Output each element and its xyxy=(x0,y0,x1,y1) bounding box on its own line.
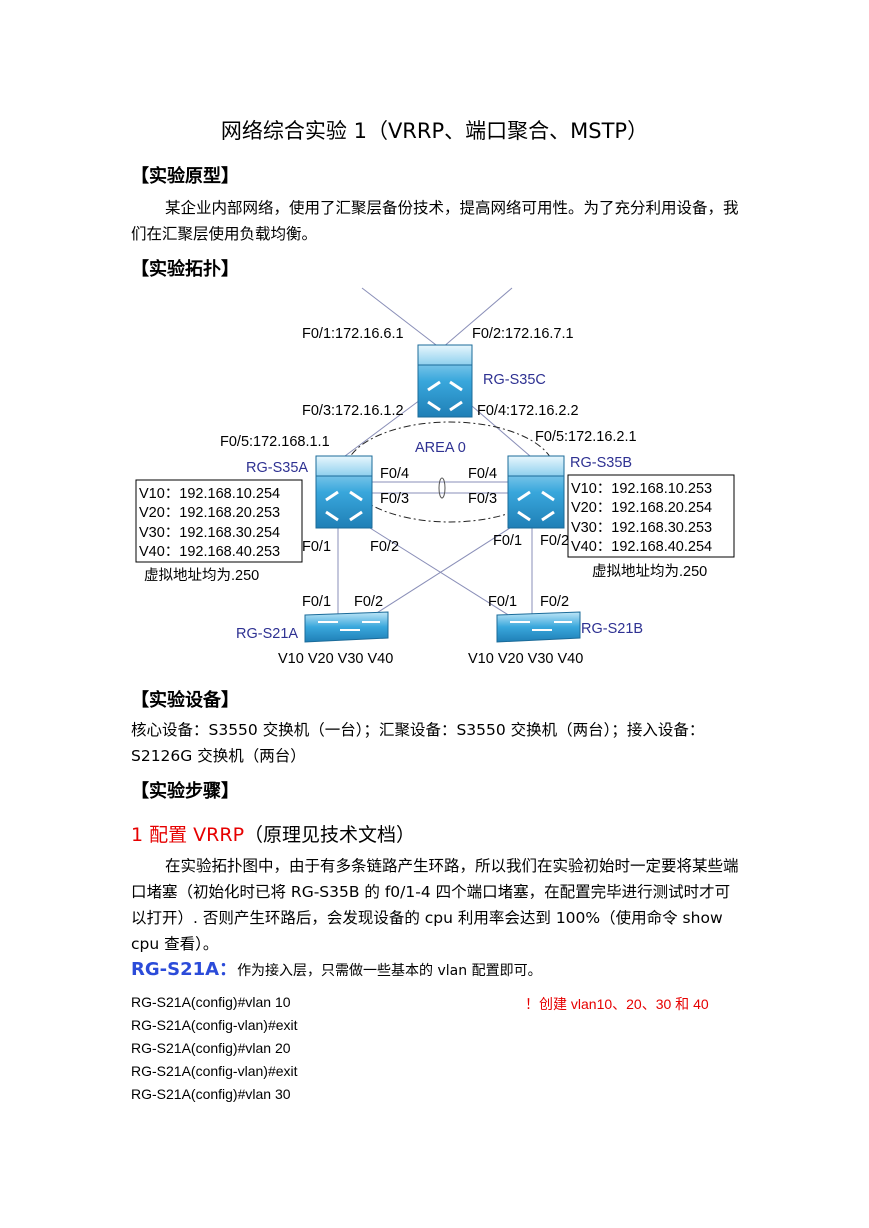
prototype-paragraph: 某企业内部网络，使用了汇聚层备份技术，提高网络可用性。为了充分利用设备，我们在汇… xyxy=(131,195,739,247)
s35b-name-label: RG-S35B xyxy=(570,455,632,471)
network-topology-diagram: F0/1:172.16.6.1 F0/2:172.16.7.1 F0/3:172… xyxy=(135,287,735,667)
section-heading-equipment: 【实验设备】 xyxy=(131,690,239,711)
step1-note: （原理见技术文档） xyxy=(244,824,416,846)
s21b-vlans-label: V10 V20 V30 V40 xyxy=(468,651,583,667)
code-line: RG-S21A(config)#vlan 30 xyxy=(131,1086,291,1102)
step1-text: 在实验拓扑图中，由于有多条链路产生环路，所以我们在实验初始时一定要将某些端口堵塞… xyxy=(131,857,739,953)
s35a-ip-line: V10：192.168.10.254 xyxy=(139,486,280,502)
switch-rg-s35b xyxy=(507,455,565,529)
s35b-ip-line: V20：192.168.20.254 xyxy=(571,500,712,516)
core-name-label: RG-S35C xyxy=(483,372,546,388)
section-heading-prototype: 【实验原型】 xyxy=(131,166,239,187)
code-comment: ！创建 vlan10、20、30 和 40 xyxy=(525,996,709,1012)
step1-number: 1 配置 VRRP xyxy=(131,824,245,846)
s35a-ip-line: V20：192.168.20.253 xyxy=(139,505,280,521)
s35a-ip-line: V30：192.168.30.254 xyxy=(139,525,280,541)
s21a-name-label: RG-S21A xyxy=(236,626,298,642)
s35a-virtual-label: 虚拟地址均为.250 xyxy=(144,567,259,584)
equipment-paragraph: 核心设备：S3550 交换机（一台）；汇聚设备：S3550 交换机（两台）；接入… xyxy=(131,721,705,765)
s35b-f01-label: F0/1 xyxy=(493,533,522,549)
code-line: RG-S21A(config-vlan)#exit xyxy=(131,1063,298,1079)
section-heading-steps: 【实验步骤】 xyxy=(131,781,239,802)
code-line: RG-S21A(config)#vlan 20 xyxy=(131,1040,291,1056)
s21b-f02-label: F0/2 xyxy=(540,594,569,610)
area0-label: AREA 0 xyxy=(415,440,466,456)
s21a-description: 作为接入层，只需做一些基本的 vlan 配置即可。 xyxy=(237,963,542,979)
link-core-to-s35a xyxy=(344,399,421,457)
s35b-port-f05-label: F0/5:172.16.2.1 xyxy=(535,429,637,445)
prototype-text: 某企业内部网络，使用了汇聚层备份技术，提高网络可用性。为了充分利用设备，我们在汇… xyxy=(131,199,739,243)
switch-rg-s35c xyxy=(417,344,473,418)
uplink-line-left xyxy=(361,287,441,349)
s35b-ip-line: V30：192.168.30.253 xyxy=(571,520,712,536)
document-title: 网络综合实验 1（VRRP、端口聚合、MSTP） xyxy=(220,119,649,143)
core-port-f04-label: F0/4:172.16.2.2 xyxy=(477,403,579,419)
uplink-line-right xyxy=(441,287,513,349)
step1-paragraph: 在实验拓扑图中，由于有多条链路产生环路，所以我们在实验初始时一定要将某些端口堵塞… xyxy=(131,853,739,957)
port-aggregation-ring xyxy=(438,477,446,499)
switch-rg-s21a xyxy=(304,611,389,643)
core-port-f01-label: F0/1:172.16.6.1 xyxy=(302,326,404,342)
agg-f03-b-label: F0/3 xyxy=(468,491,497,507)
s35b-ip-line: V40：192.168.40.254 xyxy=(571,539,712,555)
s35a-port-f05-label: F0/5:172.168.1.1 xyxy=(220,434,330,450)
s35b-ip-line: V10：192.168.10.253 xyxy=(571,481,712,497)
s35a-ip-line: V40：192.168.40.253 xyxy=(139,544,280,560)
code-line: RG-S21A(config)#vlan 10 xyxy=(131,994,291,1010)
switch-rg-s35a xyxy=(315,455,373,529)
core-port-f02-label: F0/2:172.16.7.1 xyxy=(472,326,574,342)
switch-rg-s21b xyxy=(496,611,581,643)
agg-f03-a-label: F0/3 xyxy=(380,491,409,507)
s21a-device-label: RG-S21A： xyxy=(131,959,238,980)
s35b-virtual-label: 虚拟地址均为.250 xyxy=(592,563,707,580)
code-line: RG-S21A(config-vlan)#exit xyxy=(131,1017,298,1033)
s35a-name-label: RG-S35A xyxy=(246,460,308,476)
s35a-ip-box xyxy=(135,479,303,563)
s21a-vlans-label: V10 V20 V30 V40 xyxy=(278,651,393,667)
s21b-name-label: RG-S21B xyxy=(581,621,643,637)
agg-f04-b-label: F0/4 xyxy=(468,466,497,482)
link-s35b-f01-s21a xyxy=(371,527,511,617)
agg-f04-a-label: F0/4 xyxy=(380,466,409,482)
link-s35a-f02-s21b xyxy=(369,527,511,617)
core-port-f03-label: F0/3:172.16.1.2 xyxy=(302,403,404,419)
s35b-f02-label: F0/2 xyxy=(540,533,569,549)
section-heading-topology: 【实验拓扑】 xyxy=(131,259,239,280)
s21a-f02-label: F0/2 xyxy=(354,594,383,610)
link-core-to-s35b xyxy=(464,399,531,457)
step1-heading: 1 配置 VRRP（原理见技术文档） xyxy=(131,820,415,847)
s35a-f01-label: F0/1 xyxy=(302,539,331,555)
s35b-ip-box xyxy=(567,474,735,558)
s21a-intro: RG-S21A：作为接入层，只需做一些基本的 vlan 配置即可。 xyxy=(131,955,542,981)
s35a-f02-label: F0/2 xyxy=(370,539,399,555)
s21a-f01-label: F0/1 xyxy=(302,594,331,610)
s21b-f01-label: F0/1 xyxy=(488,594,517,610)
